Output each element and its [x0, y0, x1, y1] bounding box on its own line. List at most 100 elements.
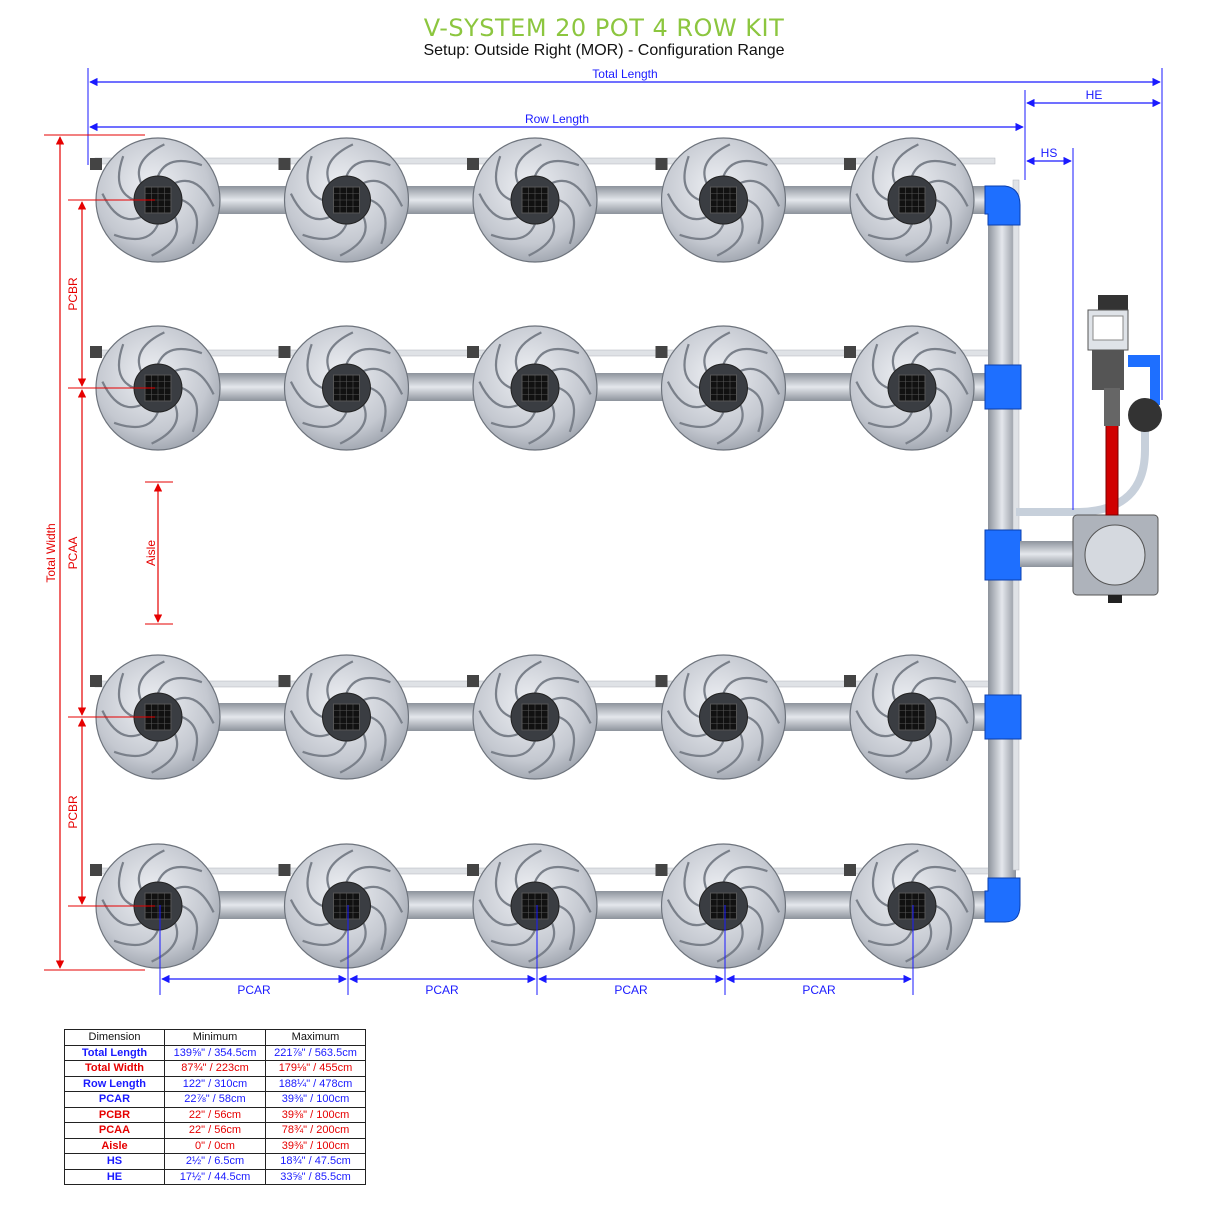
grow-pot — [278, 325, 410, 451]
pot-vane — [528, 404, 556, 445]
pot-vane — [747, 715, 764, 762]
table-row: PCBR 22" / 56cm 39⅜" / 100cm — [64, 1106, 366, 1123]
valve-icon — [467, 675, 479, 687]
pot-vane — [151, 216, 179, 257]
dimension-max: 188¼" / 478cm — [265, 1075, 366, 1092]
pot-vane — [867, 411, 914, 429]
pot-vane — [478, 899, 519, 927]
pot-vane — [722, 865, 768, 883]
pot-vane — [855, 193, 896, 221]
dimension-max: 179⅛" / 455cm — [265, 1060, 366, 1077]
pot-vane — [871, 672, 889, 719]
dimension-min: 0" / 0cm — [164, 1137, 266, 1154]
pot-vane — [666, 193, 707, 221]
dimension-name: Aisle — [64, 1137, 165, 1154]
pot-vane — [716, 216, 744, 257]
dimension-min: 87¾" / 223cm — [164, 1060, 266, 1077]
pcar-label: PCAR — [802, 983, 836, 997]
pot-vane — [302, 740, 348, 758]
pot-vane — [935, 386, 953, 433]
dimension-layer: Total Length HE Row Length HS Total Widt… — [44, 67, 1163, 997]
grow-pot — [467, 654, 598, 780]
pot-vane — [867, 740, 914, 758]
pot-vane — [740, 367, 781, 395]
valve-icon — [278, 675, 291, 687]
total-width-label: Total Width — [44, 523, 58, 582]
reservoir-tank — [1072, 514, 1159, 603]
pot-vane — [740, 885, 781, 913]
grow-pot — [467, 843, 598, 969]
valve-icon — [844, 675, 856, 687]
pot-vane — [490, 740, 537, 758]
pot-vane — [339, 733, 367, 774]
dimension-max: 221⅞" / 563.5cm — [265, 1044, 366, 1061]
pot-vane — [181, 715, 199, 762]
pcar-label: PCAR — [614, 983, 648, 997]
he-label: HE — [1086, 88, 1103, 102]
pot-vane — [533, 865, 580, 883]
pot-vane — [551, 885, 592, 913]
pot-vane — [855, 381, 896, 409]
pot-vane — [326, 331, 354, 372]
pot-vane — [855, 710, 896, 738]
tee-fitting — [984, 529, 1022, 581]
dimension-name: Total Length — [64, 1044, 165, 1061]
pot-vane — [683, 343, 700, 390]
pot-vane — [302, 411, 348, 429]
pot-vane — [326, 143, 354, 184]
pot-vane — [905, 922, 933, 963]
pot-vane — [905, 733, 933, 774]
pot-vane — [551, 696, 592, 724]
table-row: Total Width 87¾" / 223cm 179⅛" / 455cm — [64, 1060, 366, 1077]
pot-vane — [363, 696, 404, 724]
pot-vane — [528, 733, 556, 774]
pot-vane — [490, 223, 537, 241]
pot-vane — [891, 849, 919, 890]
pot-vane — [666, 710, 707, 738]
pot-vane — [339, 404, 367, 445]
aisle-label: Aisle — [144, 540, 158, 566]
pot-vane — [683, 155, 700, 202]
pot-vane — [101, 710, 142, 738]
dimension-max: 39⅜" / 100cm — [265, 1106, 366, 1123]
pot-vane — [528, 922, 556, 963]
pot-vane — [117, 155, 135, 202]
pot-vane — [117, 672, 135, 719]
pot-vane — [935, 198, 953, 245]
pot-vane — [289, 381, 330, 409]
pot-vane — [533, 159, 580, 177]
pot-vane — [558, 386, 576, 433]
grow-pot — [467, 137, 598, 263]
pot-vane — [716, 922, 744, 963]
hs-label: HS — [1041, 146, 1058, 160]
pot-vane — [345, 347, 391, 365]
dimension-name: PCBR — [64, 1106, 165, 1123]
dimension-name: PCAA — [64, 1122, 165, 1139]
dimension-max: 39⅜" / 100cm — [265, 1137, 366, 1154]
pot-vane — [156, 865, 203, 883]
pot-vane — [703, 331, 731, 372]
pot-vane — [747, 386, 764, 433]
pot-vane — [174, 696, 215, 724]
pot-vane — [928, 367, 969, 395]
pot-vane — [151, 404, 179, 445]
grow-pot — [90, 654, 221, 780]
grow-pot — [844, 325, 975, 451]
valve-icon — [655, 346, 668, 358]
pot-vane — [478, 193, 519, 221]
pot-vane — [117, 343, 135, 390]
pot-vane — [928, 696, 969, 724]
pot-vane — [558, 904, 576, 951]
pot-vane — [156, 347, 203, 365]
valve-icon — [467, 864, 479, 876]
pot-vane — [345, 865, 391, 883]
pot-vane — [156, 676, 203, 694]
pot-vane — [891, 660, 919, 701]
dimension-min: 22⅞" / 58cm — [164, 1091, 266, 1108]
dimension-name: Row Length — [64, 1075, 165, 1092]
dimension-name: HS — [64, 1153, 165, 1170]
pot-vane — [494, 343, 512, 390]
table-header-row: Dimension Minimum Maximum — [64, 1029, 366, 1046]
table-row: HE 17½" / 44.5cm 33⅝" / 85.5cm — [64, 1168, 366, 1185]
pot-vane — [716, 404, 744, 445]
